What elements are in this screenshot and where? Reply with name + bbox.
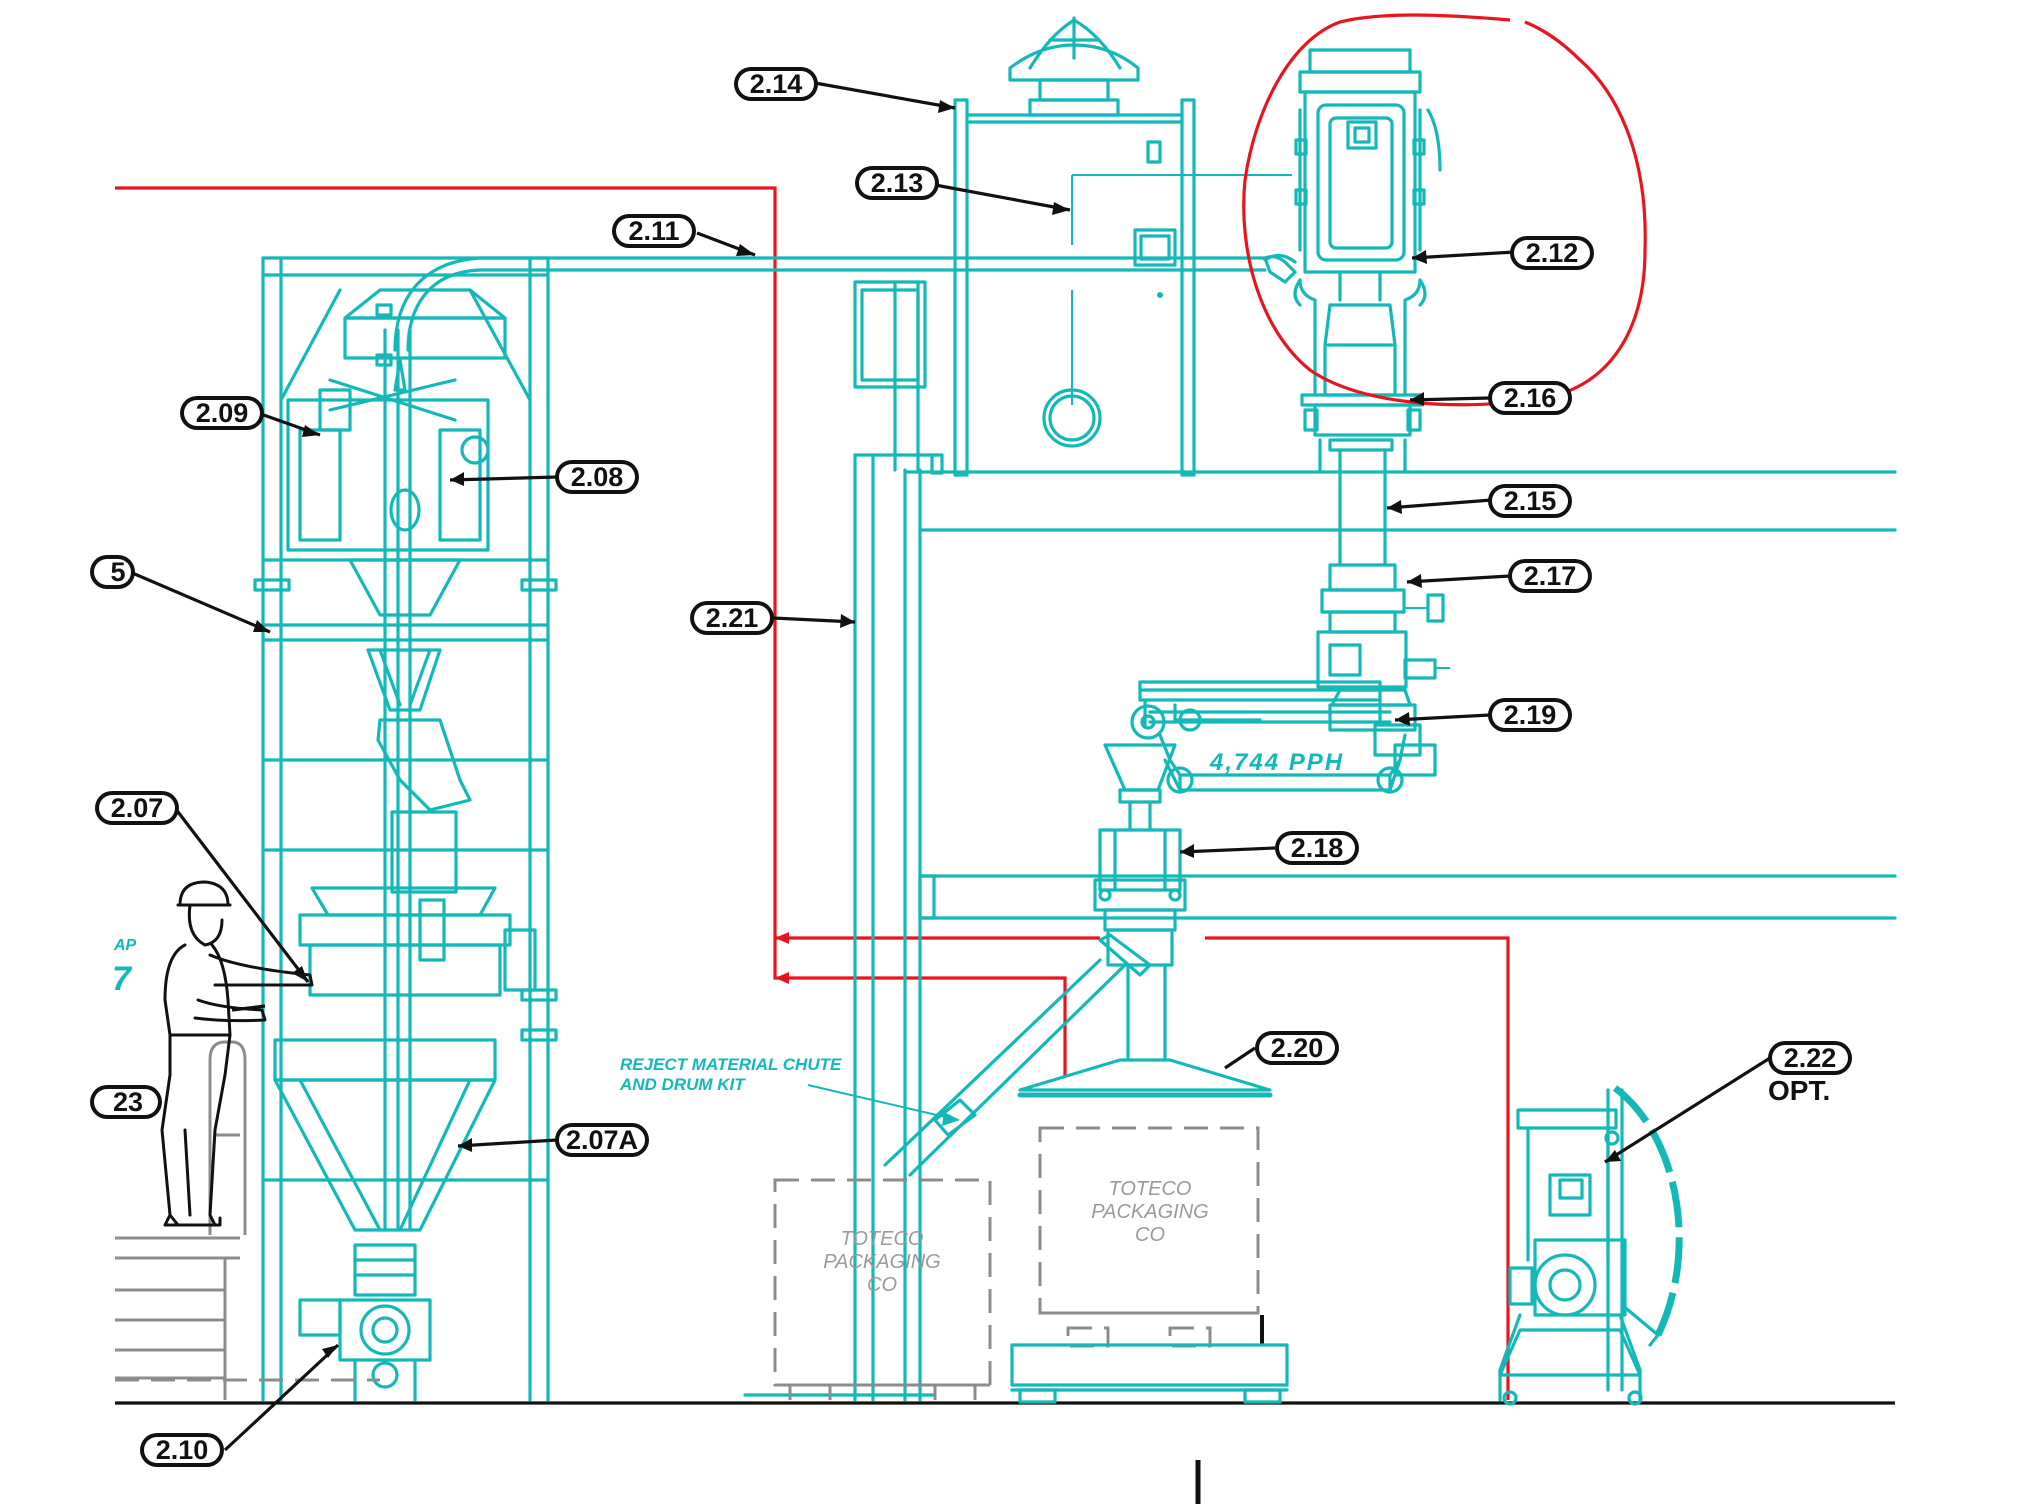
tag-2-17-label: 2.17 <box>1524 561 1577 591</box>
tag-2-14-label: 2.14 <box>750 69 803 99</box>
highlight-circle <box>1242 13 1647 407</box>
tag-2-19: 2.19 <box>1488 698 1572 732</box>
tag-2-07-label: 2.07 <box>111 793 164 823</box>
left-bin-line1: TOTECO <box>841 1228 924 1250</box>
tag-2-12: 2.12 <box>1510 236 1594 270</box>
tag-2-10-label: 2.10 <box>156 1435 209 1465</box>
tag-2-16: 2.16 <box>1488 381 1572 415</box>
tag-2-11: 2.11 <box>612 214 696 248</box>
tag-2-18: 2.18 <box>1275 831 1359 865</box>
opt-label: OPT. <box>1768 1075 1830 1106</box>
floor-line <box>115 1401 1895 1504</box>
tag-2-13-label: 2.13 <box>871 168 924 198</box>
tag-2-13: 2.13 <box>855 166 939 200</box>
tag-2-07a-label: 2.07A <box>566 1125 638 1155</box>
tag-2-16-label: 2.16 <box>1504 383 1557 413</box>
tag-2-05-partial: 5 <box>90 555 135 589</box>
tag-2-12-label: 2.12 <box>1526 238 1579 268</box>
tag-2-14: 2.14 <box>734 67 818 101</box>
leader-lines <box>129 81 1771 1452</box>
tag-2-15-label: 2.15 <box>1504 486 1557 516</box>
tag-2-07: 2.07 <box>95 791 179 825</box>
tag-2-08: 2.08 <box>555 460 639 494</box>
tag-2-22: 2.22 <box>1768 1041 1852 1075</box>
tag-2-05-label: 5 <box>110 557 125 587</box>
reject-chute-label-line1: REJECT MATERIAL CHUTE <box>620 1055 842 1074</box>
tag-2-10: 2.10 <box>140 1433 224 1467</box>
tag-2-08-label: 2.08 <box>571 462 624 492</box>
tag-2-17: 2.17 <box>1508 559 1592 593</box>
right-bin-line2: PACKAGING <box>1091 1201 1208 1223</box>
optional-machine-2-22 <box>1498 1085 1683 1406</box>
central-enclosure <box>853 16 1292 477</box>
tag-2-23-partial: 23 <box>90 1085 162 1119</box>
tag-2-21: 2.21 <box>690 601 774 635</box>
red-flow-lines <box>115 186 1510 1400</box>
left-tower-frame <box>115 256 558 1402</box>
feeder-and-scale <box>883 448 1450 1177</box>
right-bin-line1: TOTECO <box>1109 1178 1192 1200</box>
tag-2-18-label: 2.18 <box>1291 833 1344 863</box>
filter-receiver-2-12 <box>1263 48 1442 474</box>
tag-2-20: 2.20 <box>1255 1031 1339 1065</box>
rate-label: 4,744 PPH <box>1209 749 1344 776</box>
tag-2-20-label: 2.20 <box>1271 1033 1324 1063</box>
tag-2-19-label: 2.19 <box>1504 700 1557 730</box>
mezzanine-structure <box>743 453 1897 1402</box>
left-bin-line3: CO <box>867 1274 897 1296</box>
left-fragment-2: 7 <box>112 960 133 998</box>
conveying-line <box>478 255 1297 284</box>
tag-2-15: 2.15 <box>1488 484 1572 518</box>
reject-chute-label-line2: AND DRUM KIT <box>619 1075 746 1094</box>
left-fragment-1: AP <box>113 937 137 954</box>
tag-2-07a: 2.07A <box>555 1123 649 1157</box>
left-bin-line2: PACKAGING <box>823 1251 940 1273</box>
right-bin-line3: CO <box>1135 1224 1165 1246</box>
operator-figure <box>160 880 314 1227</box>
tag-2-09: 2.09 <box>180 396 264 430</box>
tag-2-21-label: 2.21 <box>706 603 759 633</box>
tag-2-11-label: 2.11 <box>628 216 679 246</box>
toteco-bins <box>773 1126 1289 1404</box>
tag-2-22-label: 2.22 <box>1784 1043 1837 1073</box>
tag-2-23-label: 23 <box>113 1087 143 1117</box>
tag-2-09-label: 2.09 <box>196 398 249 428</box>
